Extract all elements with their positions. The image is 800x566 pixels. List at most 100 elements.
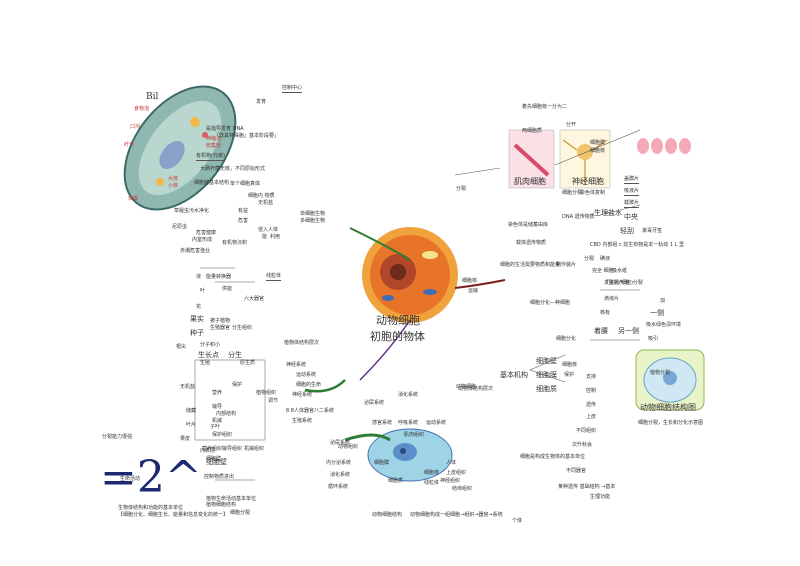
- label-plant-10: 分生组织: [232, 325, 253, 331]
- label-r-44: 保护: [564, 372, 575, 378]
- label-r-14: CBD 内部组 c 前生有物是本一轨动 1 L 里: [590, 242, 685, 248]
- label-plant-32: 分裂能力很强: [102, 434, 133, 440]
- label-c-47: 动物细胞构成一组细胞→组织→器官→系统: [410, 512, 503, 518]
- label-sub-13: 危害健康: [196, 230, 217, 236]
- label-c-20b: 细胞核: [462, 278, 478, 284]
- label-r-48: 上皮: [586, 414, 597, 420]
- label-plant-17: 输导: [212, 404, 223, 410]
- label-plant-b2: 吸液片: [624, 188, 640, 196]
- label-r-28: 细胞分化: [556, 336, 577, 342]
- label-sub-7: 单细胞生物: [300, 211, 326, 217]
- label-sub-2: 大肠杆菌无核，不同原始形式: [200, 166, 266, 172]
- label-c-15: 上皮组织: [446, 470, 467, 476]
- label-plant-b7: 漱毒牙签: [642, 228, 663, 234]
- label-plant-11: 分子积小: [200, 342, 221, 348]
- label-r-32: 次升秋会: [572, 442, 593, 448]
- label-r-36: 生理功能: [590, 494, 611, 500]
- label-c-4: 动物体结构层次: [458, 386, 494, 392]
- label-fruit: 果实: [190, 315, 204, 323]
- label-r-63: 滴液片: [604, 296, 620, 302]
- label-c-1: 运动系统: [296, 372, 317, 378]
- label-plant-13: 植物体结构层次: [284, 340, 320, 346]
- label-c-16: 神经组织: [440, 478, 461, 484]
- label-plant-19: 植物组织: [256, 390, 277, 396]
- label-sub-17: 赤潮危害渔业: [180, 248, 211, 254]
- label-plant-23: 果皮: [180, 436, 191, 442]
- title-subtitle: 初胞的物体: [370, 330, 425, 343]
- label-plant-22: 内部结构: [216, 411, 237, 417]
- label-para-1: 食物泡: [134, 106, 150, 112]
- label-plant-28: 机械组织: [244, 446, 265, 452]
- label-r-1: 两细胞质: [522, 128, 543, 134]
- label-c-63: 细胞的生命: [296, 382, 322, 388]
- label-sub-19: 利用: [270, 234, 281, 240]
- label-plant-40: 生殖: [200, 360, 211, 366]
- label-plant-b11: 「碳氢气泡: [604, 280, 630, 286]
- label-r-16: 分裂: [584, 256, 595, 262]
- label-sub-1: 有机物(代谢): [196, 153, 225, 161]
- label-plant-41: 原生质: [240, 360, 256, 366]
- label-plant-33: 控制物质进出: [204, 474, 235, 480]
- label-sub-12: 尼原虫: [172, 224, 188, 230]
- paramecium-heading: Bil: [146, 92, 159, 102]
- label-sub-16: 有机物沉积: [222, 240, 248, 246]
- label-r-7: 染色体复制: [580, 190, 606, 196]
- label-plant-b5: 中央: [624, 213, 638, 221]
- label-plant-b3: 载玻片: [624, 200, 640, 208]
- label-c-6: 感官系统: [372, 420, 393, 426]
- label-r-cell-3: 细胞质: [536, 385, 557, 393]
- label-c-8: 运动系统: [426, 420, 447, 426]
- label-r-12: 载体遗传物质: [516, 240, 547, 246]
- label-c-9: 泌尿系统: [330, 440, 351, 446]
- label-c-17: 结缔组织: [452, 486, 473, 492]
- label-r-27: 细胞分化—种细胞: [530, 300, 571, 306]
- label-plant-b6: 轻刮: [620, 227, 634, 235]
- label-plant-31: 内表层: [200, 448, 216, 454]
- animal-cell-image: [362, 227, 458, 323]
- label-plant-27: 输导组织: [222, 446, 243, 452]
- label-plant-9: 生殖器官: [210, 325, 231, 331]
- label-c-19: 动物组织: [338, 444, 359, 450]
- label-plant-16: 营养: [212, 390, 223, 396]
- label-para-5: 收集管: [206, 143, 222, 149]
- label-c-20: 细胞膜: [374, 460, 390, 466]
- label-r-56: 核有: [600, 310, 611, 316]
- label-r-46: 支持: [586, 374, 597, 380]
- label-r-20: 完全 细胞: [592, 268, 614, 274]
- label-plant-20: 储藏: [186, 408, 197, 414]
- label-plant-35: 生命活动: [120, 476, 141, 482]
- label-plant-21: 叶片: [186, 422, 197, 428]
- label-c-29: 运输: [468, 288, 479, 294]
- label-plant-15: 保护: [232, 382, 243, 388]
- label-sub-3: 细胞器基本结构: [194, 180, 230, 186]
- plant-cell-image: [635, 349, 705, 411]
- label-plant-2: 能量转换器: [206, 274, 232, 280]
- label-c-64: 神经系统: [286, 362, 307, 368]
- label-muscle: 肌肉细胞: [514, 177, 546, 186]
- label-para-7: 小核: [168, 183, 179, 189]
- label-plant-b4: 生理盐水: [594, 209, 622, 217]
- label-r-18: 制作装片: [556, 262, 577, 268]
- label-sub-8: 多细胞生物: [300, 218, 326, 224]
- label-c-2: 神经系统: [292, 392, 313, 398]
- label-r-47: 遗传: [586, 402, 597, 408]
- label-sub-15: 内室形成: [192, 237, 213, 243]
- label-plant-38: 细胞分裂: [230, 510, 251, 516]
- label-r-60: 另一侧: [618, 327, 639, 335]
- label-nerve: 神经细胞: [572, 177, 604, 186]
- paramecium-image: [123, 85, 237, 211]
- label-para-6: 大核: [168, 176, 179, 182]
- label-r-34: 不同器官: [566, 468, 587, 474]
- label-r-70: 细胞核: [562, 362, 578, 368]
- label-plant-5: 供能: [222, 286, 233, 292]
- cell-diagram-bottom: [344, 428, 453, 482]
- label-c-46: 分裂: [456, 186, 467, 192]
- label-r-31: 不同组织: [576, 428, 597, 434]
- label-c-7: 呼吸系统: [398, 420, 419, 426]
- label-sub-18: 能: [262, 234, 268, 240]
- label-cell-wall: 细胞壁: [206, 458, 227, 466]
- label-r-35: 某种遗传 基础结构 →基本: [558, 484, 616, 490]
- label-sub-11: 危害: [238, 218, 249, 224]
